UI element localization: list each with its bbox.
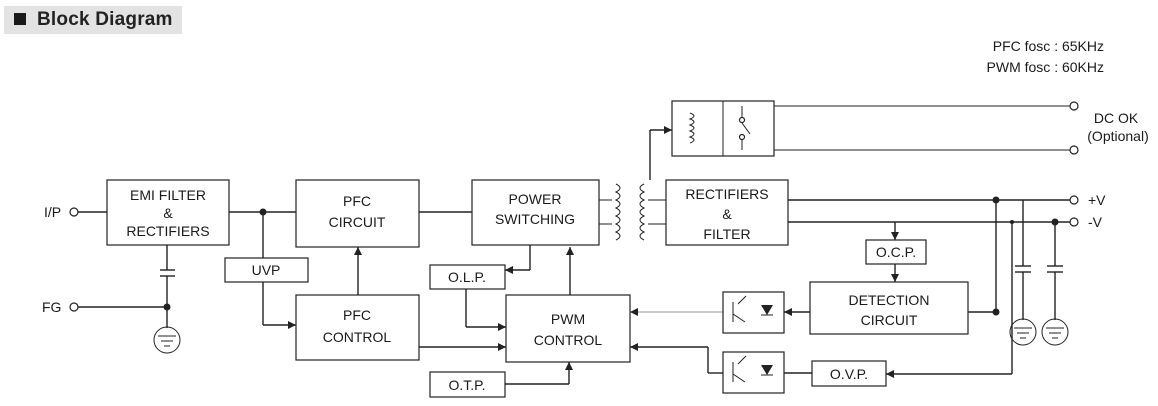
transformer-icon (599, 183, 666, 241)
relay-icon (671, 100, 775, 157)
svg-text:+V: +V (1088, 192, 1106, 208)
svg-text:EMI FILTER: EMI FILTER (130, 187, 206, 203)
section-title: Block Diagram (37, 9, 173, 30)
otp-block: O.T.P. (429, 371, 506, 398)
svg-text:O.V.P.: O.V.P. (830, 366, 868, 382)
svg-text:CONTROL: CONTROL (323, 329, 392, 345)
svg-text:O.L.P.: O.L.P. (448, 269, 486, 285)
emi-filter-block: EMI FILTER & RECTIFIERS (106, 179, 230, 246)
title-square-icon (14, 13, 26, 25)
svg-text:CONTROL: CONTROL (534, 332, 603, 348)
svg-text:FILTER: FILTER (703, 226, 750, 242)
section-title-bar: Block Diagram (4, 6, 182, 34)
pfc-circuit-block: PFC CIRCUIT (295, 179, 420, 248)
svg-text:FG: FG (42, 299, 61, 315)
ground-terminal: FG (42, 299, 79, 315)
svg-text:I/P: I/P (44, 204, 61, 220)
uvp-block: UVP (224, 257, 309, 283)
ground-symbol-icon (1009, 318, 1037, 346)
dc-ok-terminal: DC OK (Optional) (1069, 101, 1149, 155)
svg-text:UVP: UVP (252, 262, 281, 278)
pwm-freq-note: PWM fosc : 60KHz (987, 59, 1104, 75)
olp-block: O.L.P. (429, 264, 506, 290)
arrowheads (288, 126, 899, 378)
svg-text:POWER: POWER (509, 191, 562, 207)
optocoupler-icon (722, 351, 785, 394)
detection-circuit-block: DETECTION CIRCUIT (809, 281, 969, 335)
ocp-block: O.C.P. (865, 239, 927, 265)
svg-text:PFC: PFC (343, 307, 371, 323)
svg-text:O.C.P.: O.C.P. (876, 244, 916, 260)
junction-dots (163, 196, 1059, 316)
svg-text:&: & (722, 206, 732, 222)
ground-symbol-icon (1041, 318, 1069, 346)
power-switching-block: POWER SWITCHING (471, 179, 600, 246)
svg-text:RECTIFIERS: RECTIFIERS (126, 223, 209, 239)
pfc-control-block: PFC CONTROL (295, 294, 420, 361)
input-terminal: I/P (44, 204, 79, 220)
ground-symbol-icon (153, 326, 181, 354)
svg-text:DETECTION: DETECTION (849, 292, 930, 308)
optocoupler-icon (722, 291, 785, 334)
svg-text:SWITCHING: SWITCHING (495, 211, 575, 227)
svg-text:PFC: PFC (343, 193, 371, 209)
svg-text:PWM: PWM (551, 311, 585, 327)
svg-text:CIRCUIT: CIRCUIT (861, 312, 918, 328)
svg-text:CIRCUIT: CIRCUIT (329, 214, 386, 230)
svg-text:O.T.P.: O.T.P. (448, 377, 485, 393)
svg-text:(Optional): (Optional) (1087, 128, 1148, 144)
negative-output-terminal: -V (1069, 214, 1103, 230)
pfc-freq-note: PFC fosc : 65KHz (993, 38, 1104, 54)
svg-text:&: & (163, 205, 173, 221)
svg-text:RECTIFIERS: RECTIFIERS (685, 186, 768, 202)
ovp-block: O.V.P. (811, 360, 887, 387)
positive-output-terminal: +V (1069, 192, 1106, 208)
svg-text:-V: -V (1088, 214, 1103, 230)
pwm-control-block: PWM CONTROL (505, 294, 631, 363)
svg-text:DC OK: DC OK (1094, 110, 1139, 126)
rectifiers-filter-block: RECTIFIERS & FILTER (665, 179, 789, 246)
